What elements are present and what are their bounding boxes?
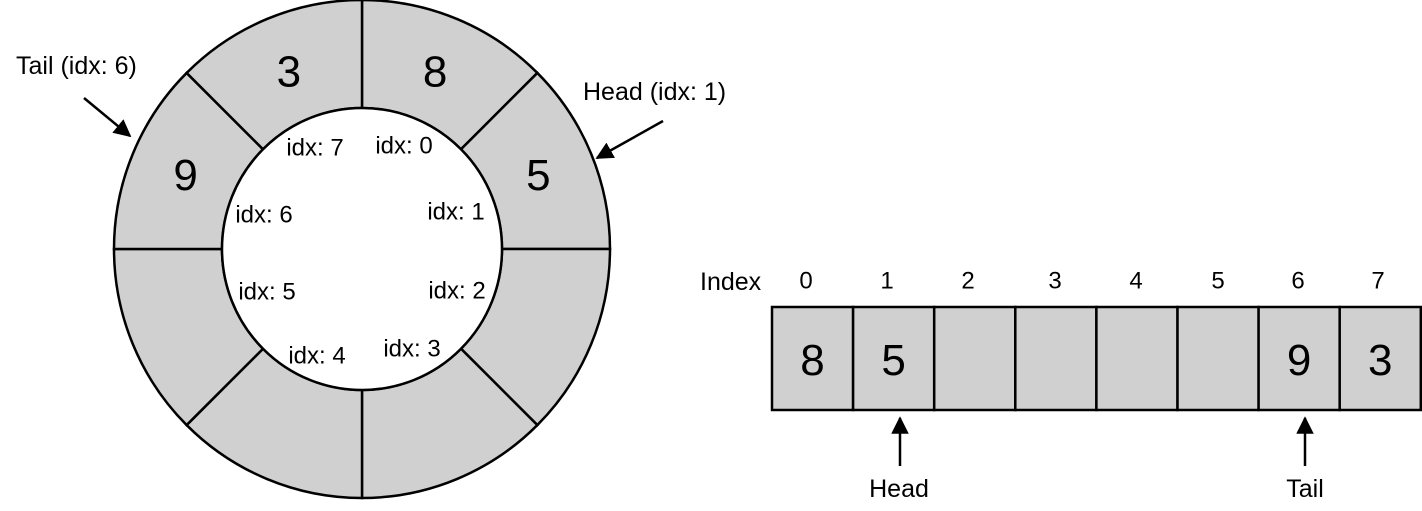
- ring-slot-idx-6: idx: 6: [235, 202, 292, 229]
- ring-slot-idx-2: idx: 2: [428, 278, 485, 305]
- array-index-6: 6: [1291, 268, 1304, 295]
- ring-head-label: Head (idx: 1): [583, 78, 726, 106]
- ring-slot-idx-0: idx: 0: [375, 133, 432, 160]
- ring-slot-value-7: 3: [277, 47, 301, 96]
- array-cell-0: [770, 305, 855, 412]
- array-index-4: 4: [1129, 268, 1142, 295]
- array-cell-3: [1014, 305, 1098, 412]
- ring-slot-value-1: 5: [526, 151, 550, 200]
- ring-slot-value-6: 9: [173, 151, 197, 200]
- array-head-label: Head: [869, 475, 929, 503]
- array-index-0: 0: [799, 268, 812, 295]
- array-cell-value-1: 5: [881, 336, 905, 385]
- array-cell-5: [1176, 305, 1260, 412]
- array-cell-value-7: 3: [1368, 336, 1392, 385]
- array-index-5: 5: [1211, 268, 1224, 295]
- array-cell-4: [1095, 305, 1179, 412]
- ring-buffer: 8 5 9 3 idx: 0 idx: 1 idx: 2 idx: 3 idx: 4 idx: …: [112, 0, 612, 500]
- index-header: Index: [700, 268, 762, 296]
- array-cell-1: [851, 305, 936, 412]
- array-index-1: 1: [880, 268, 893, 295]
- ring-slot-idx-3: idx: 3: [383, 336, 440, 363]
- array-cell-7: [1338, 305, 1422, 412]
- array-cell-value-6: 9: [1287, 336, 1311, 385]
- array-cell-2: [932, 305, 1017, 412]
- array-index-3: 3: [1048, 268, 1061, 295]
- ring-head-arrow: [595, 119, 664, 160]
- ring-slot-idx-5: idx: 5: [238, 279, 295, 306]
- array-cell-value-0: 8: [800, 336, 824, 385]
- ring-slot-idx-7: idx: 7: [286, 135, 343, 162]
- array-tail-label: Tail: [1286, 475, 1324, 503]
- ring-inner-circle: [220, 106, 504, 392]
- ring-slot-idx-1: idx: 1: [427, 199, 484, 226]
- ring-tail-label: Tail (idx: 6): [16, 52, 137, 80]
- array-index-7: 7: [1371, 268, 1384, 295]
- ring-slot-idx-4: idx: 4: [288, 343, 345, 370]
- array-index-2: 2: [961, 268, 974, 295]
- array-cell-6: [1257, 305, 1341, 412]
- ring-slot-value-0: 8: [423, 47, 447, 96]
- ring-tail-arrow: [83, 97, 132, 138]
